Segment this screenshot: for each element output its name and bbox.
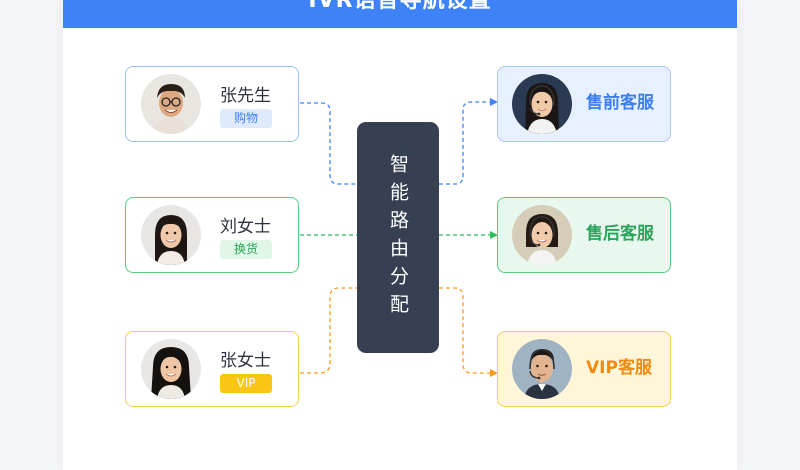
connector-agent-1 <box>439 98 498 185</box>
caller-tag: 换货 <box>220 240 272 259</box>
caller-name: 张先生 <box>220 86 271 106</box>
avatar <box>141 339 201 399</box>
agent-label: 售后客服 <box>586 224 654 244</box>
smart-routing-node: 智能路由分配 <box>357 122 439 353</box>
caller-name: 张女士 <box>220 351 271 371</box>
header-bar: IVR语音导航设置 <box>63 0 737 28</box>
connector-caller-3 <box>300 287 357 374</box>
avatar <box>512 74 572 134</box>
caller-card-liu-nvshi[interactable]: 刘女士 换货 <box>125 197 299 273</box>
agent-card-vip[interactable]: VIP客服 <box>497 331 671 407</box>
agent-card-aftersales[interactable]: 售后客服 <box>497 197 671 273</box>
router-label: 智能路由分配 <box>387 153 409 322</box>
caller-tag: VIP <box>220 374 272 393</box>
connector-agent-3 <box>439 287 498 377</box>
avatar-agent-headset-icon <box>512 74 572 134</box>
avatar-woman-curly-icon <box>141 339 201 399</box>
avatar <box>141 205 201 265</box>
agent-label: VIP客服 <box>586 358 652 378</box>
avatar <box>512 205 572 265</box>
routing-connectors <box>300 98 498 377</box>
avatar-agent-headset-icon <box>512 205 572 265</box>
caller-name: 刘女士 <box>220 217 271 237</box>
caller-card-zhang-xiansheng[interactable]: 张先生 购物 <box>125 66 299 142</box>
avatar <box>512 339 572 399</box>
agent-label: 售前客服 <box>586 93 654 113</box>
avatar-male-agent-headset-icon <box>512 339 572 399</box>
agent-card-presales[interactable]: 售前客服 <box>497 66 671 142</box>
caller-tag: 购物 <box>220 109 272 128</box>
avatar-woman-icon <box>141 205 201 265</box>
caller-card-zhang-nvshi[interactable]: 张女士 VIP <box>125 331 299 407</box>
connector-caller-1 <box>300 102 357 185</box>
avatar <box>141 74 201 134</box>
avatar-man-glasses-icon <box>141 74 201 134</box>
page-title: IVR语音导航设置 <box>308 0 492 13</box>
